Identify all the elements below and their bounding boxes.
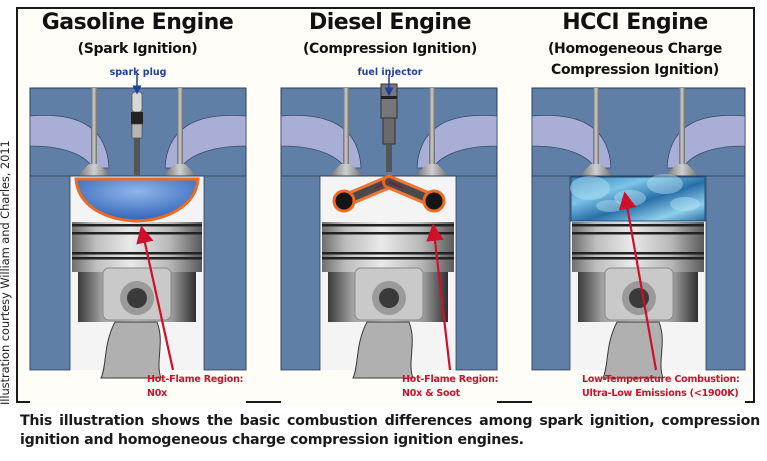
exhaust-valve-stem (177, 88, 183, 166)
diesel-callout-line-1: Hot-Flame Region: (402, 374, 499, 385)
spark-plug-label: spark plug (109, 67, 167, 78)
piston-ring (572, 257, 704, 260)
piston-ring (572, 224, 704, 227)
exhaust-valve-head (163, 164, 197, 176)
intake-valve-head (329, 164, 363, 176)
charge-cloud-highlight (670, 197, 700, 211)
spark-plug-body (134, 138, 140, 176)
intake-valve-head (77, 164, 111, 176)
cylinder-wall-right (705, 175, 746, 371)
charge-cloud-highlight (570, 176, 610, 200)
gasoline-engine-title: Gasoline Engine (41, 10, 234, 35)
piston-ring (72, 224, 202, 227)
piston-ring (322, 252, 454, 255)
homogeneous-charge-region (570, 176, 706, 222)
figure-caption: This illustration shows the basic combus… (20, 413, 760, 448)
wrist-pin-hole (629, 288, 649, 308)
gasoline-callout-line-2: N0x (147, 388, 168, 399)
piston-ring (72, 252, 202, 255)
fuel-injector-band (381, 96, 397, 99)
piston-crown (72, 222, 202, 272)
connecting-rod (602, 321, 664, 379)
fuel-injector-nozzle (386, 144, 392, 172)
hcci-engine-subtitle-line-2: Compression Ignition) (551, 62, 719, 78)
fuel-injector-label: fuel injector (357, 67, 423, 78)
intake-port (29, 115, 110, 169)
intake-valve-stem (343, 88, 349, 166)
piston-ring (322, 224, 454, 227)
exhaust-valve-head (665, 164, 699, 176)
diesel-engine-subtitle: (Compression Ignition) (302, 41, 478, 57)
exhaust-valve-head (415, 164, 449, 176)
intake-valve-stem (593, 88, 599, 166)
hcci-callout-line-2: Ultra-Low Emissions (<1900K) (582, 388, 739, 399)
exhaust-port (416, 115, 498, 169)
fuel-jet (388, 181, 404, 189)
spark-plug-hex (131, 112, 143, 124)
exhaust-port (666, 115, 746, 169)
cylinder-wall-left (29, 175, 71, 371)
charge-cloud-highlight (647, 174, 683, 194)
piston-ring (72, 232, 202, 235)
soot-particle-cloud (422, 189, 446, 213)
hcci-engine-title: HCCI Engine (562, 10, 708, 35)
hcci-engine-subtitle-line-1: (Homogeneous Charge (547, 41, 723, 57)
soot-particle-cloud (332, 189, 356, 213)
diesel-callout-line-2: N0x & Soot (402, 388, 461, 399)
intake-valve-stem (91, 88, 97, 166)
charge-cloud-highlight (596, 200, 624, 212)
hcci-engine (531, 87, 746, 406)
hcci-callout-line-1: Low-Temperature Combustion: (582, 374, 740, 385)
diesel-callout-arrow (426, 223, 452, 371)
wrist-pin-hole (127, 288, 147, 308)
connecting-rod (100, 321, 162, 379)
fuel-injector-stem (382, 117, 396, 145)
diesel-engine-title: Diesel Engine (308, 10, 472, 35)
gasoline-engine-subtitle: (Spark Ignition) (77, 41, 198, 57)
spark-plug-thread (131, 123, 143, 139)
exhaust-valve-stem (429, 88, 435, 166)
connecting-rod (352, 321, 414, 379)
piston-crown (322, 222, 454, 272)
piston-ring (572, 232, 704, 235)
piston-ring (322, 232, 454, 235)
gasoline-engine (29, 74, 247, 406)
piston-ring (72, 257, 202, 260)
cylinder-wall-right (455, 175, 498, 371)
intake-port (280, 115, 362, 169)
cylinder-wall-left (531, 175, 571, 371)
intake-valve-head (579, 164, 613, 176)
flame-front-region (74, 177, 200, 223)
cylinder-wall-right (203, 175, 247, 371)
diesel-engine (280, 74, 498, 406)
exhaust-port (164, 115, 247, 169)
hcci-callout-arrow (618, 191, 658, 371)
intake-port (531, 115, 612, 169)
wrist-pin-hole (379, 288, 399, 308)
piston-ring (572, 252, 704, 255)
exhaust-valve-stem (679, 88, 685, 166)
spark-plug-insulator (131, 91, 143, 113)
piston-ring (322, 257, 454, 260)
cylinder-wall-left (280, 175, 321, 371)
gasoline-callout-arrow (136, 225, 175, 371)
gasoline-callout-line-1: Hot-Flame Region: (147, 374, 244, 385)
